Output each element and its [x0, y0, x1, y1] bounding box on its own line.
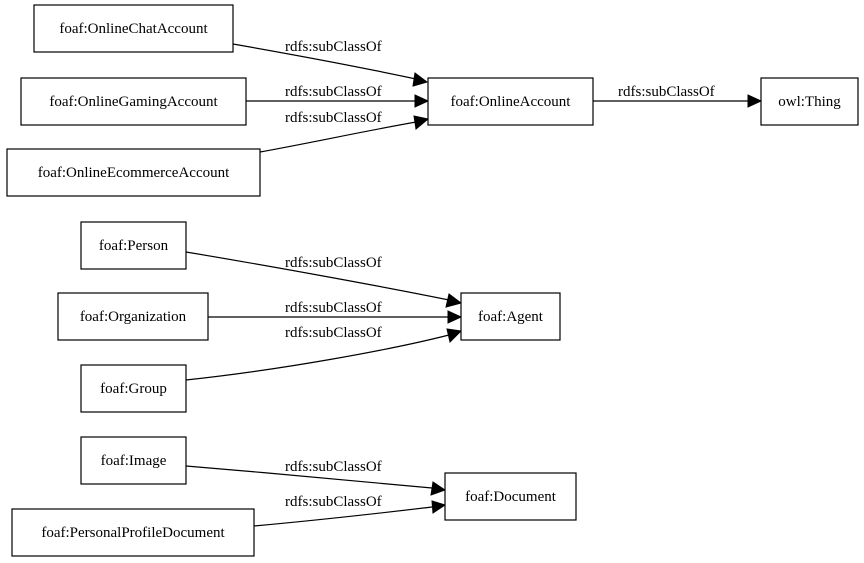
edge-personal-profile-document-to-document: rdfs:subClassOf: [253, 494, 447, 527]
edge-label: rdfs:subClassOf: [618, 84, 715, 100]
edge-line: [185, 465, 433, 489]
node-person[interactable]: foaf:Person: [80, 221, 187, 270]
node-online-gaming-account[interactable]: foaf:OnlineGamingAccount: [20, 77, 247, 126]
edge-image-to-document: rdfs:subClassOf: [185, 459, 447, 496]
arrowhead-icon: [446, 328, 463, 343]
edge-group-to-agent: rdfs:subClassOf: [185, 325, 463, 381]
edge-online-chat-account-to-online-account: rdfs:subClassOf: [232, 39, 429, 87]
node-label: foaf:Agent: [478, 309, 544, 325]
node-agent[interactable]: foaf:Agent: [460, 292, 561, 341]
node-label: foaf:Image: [101, 453, 167, 469]
node-label: foaf:OnlineEcommerceAccount: [38, 165, 230, 181]
edge-line: [253, 506, 433, 527]
arrowhead-icon: [747, 94, 763, 108]
edge-label: rdfs:subClassOf: [285, 255, 382, 271]
arrowhead-icon: [414, 94, 430, 108]
edge-label: rdfs:subClassOf: [285, 39, 382, 55]
node-personal-profile-document[interactable]: foaf:PersonalProfileDocument: [11, 508, 255, 557]
node-label: foaf:OnlineGamingAccount: [49, 94, 218, 110]
edge-line: [232, 43, 417, 80]
node-label: foaf:Document: [465, 489, 557, 505]
node-online-ecommerce-account[interactable]: foaf:OnlineEcommerceAccount: [6, 148, 261, 197]
arrowhead-icon: [431, 500, 447, 514]
edge-label: rdfs:subClassOf: [285, 110, 382, 126]
node-label: foaf:Group: [100, 381, 167, 397]
arrowhead-icon: [430, 481, 447, 496]
edge-organization-to-agent: rdfs:subClassOf: [208, 300, 463, 324]
node-image[interactable]: foaf:Image: [80, 436, 187, 485]
edge-online-account-to-owl-thing: rdfs:subClassOf: [593, 84, 763, 108]
node-label: owl:Thing: [778, 94, 841, 110]
node-online-account[interactable]: foaf:OnlineAccount: [427, 77, 594, 126]
edge-label: rdfs:subClassOf: [285, 494, 382, 510]
node-group[interactable]: foaf:Group: [80, 364, 187, 413]
edge-line: [185, 334, 450, 381]
node-label: foaf:OnlineChatAccount: [59, 21, 208, 37]
arrowhead-icon: [445, 293, 463, 308]
edge-line: [185, 251, 450, 301]
arrowhead-icon: [447, 310, 463, 324]
node-label: foaf:PersonalProfileDocument: [41, 525, 225, 541]
node-label: foaf:OnlineAccount: [451, 94, 572, 110]
node-label: foaf:Organization: [80, 309, 187, 325]
edge-label: rdfs:subClassOf: [285, 325, 382, 341]
edge-online-gaming-account-to-online-account: rdfs:subClassOf: [246, 84, 430, 108]
edge-label: rdfs:subClassOf: [285, 84, 382, 100]
edge-person-to-agent: rdfs:subClassOf: [185, 251, 463, 308]
arrowhead-icon: [412, 72, 429, 87]
arrowhead-icon: [413, 115, 430, 130]
edge-line: [259, 121, 417, 153]
node-document[interactable]: foaf:Document: [444, 472, 577, 521]
node-organization[interactable]: foaf:Organization: [57, 292, 209, 341]
edge-label: rdfs:subClassOf: [285, 300, 382, 316]
node-owl-thing[interactable]: owl:Thing: [760, 77, 859, 126]
node-label: foaf:Person: [99, 238, 169, 254]
edge-online-ecommerce-account-to-online-account: rdfs:subClassOf: [259, 110, 430, 153]
node-online-chat-account[interactable]: foaf:OnlineChatAccount: [33, 4, 234, 53]
edge-label: rdfs:subClassOf: [285, 459, 382, 475]
